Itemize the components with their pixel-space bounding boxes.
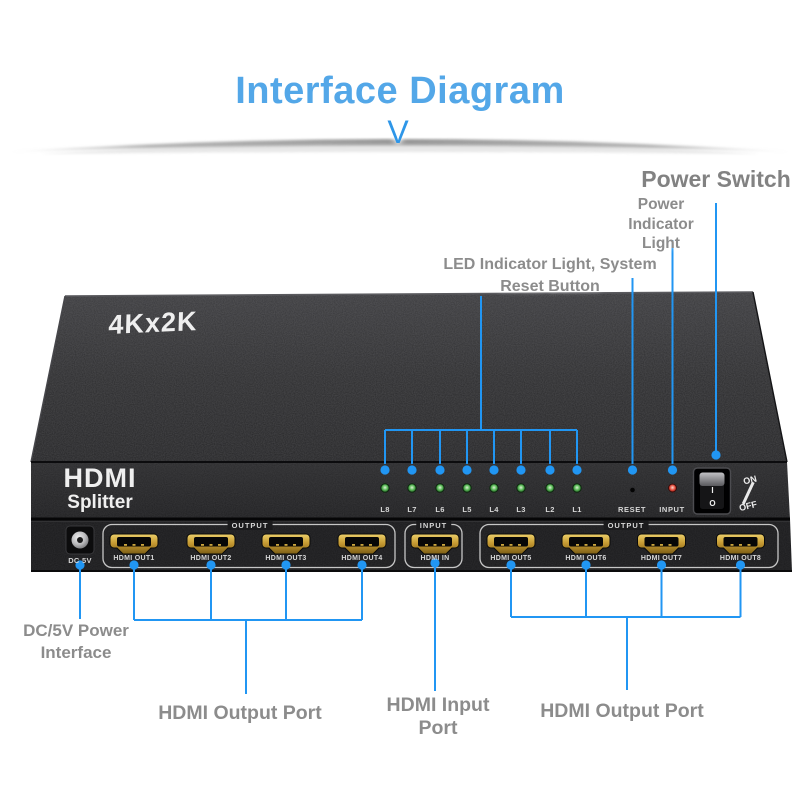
led-label: L8 bbox=[380, 505, 390, 514]
dc-power-callout-label: DC/5V Power Interface bbox=[23, 620, 129, 664]
port-label: HDMI OUT3 bbox=[265, 555, 307, 562]
dc-power-jack bbox=[65, 525, 95, 555]
power-indicator-line3: Light bbox=[642, 235, 680, 252]
group-label-input: INPUT bbox=[415, 520, 452, 530]
led-label: L1 bbox=[572, 505, 582, 514]
hdmi-input-line1: HDMI Input bbox=[386, 694, 490, 716]
led-label: L3 bbox=[516, 505, 526, 514]
switch-i-marking: I bbox=[711, 486, 714, 495]
port-label: HDMI OUT6 bbox=[565, 555, 607, 562]
hdmi-input-line2: Port bbox=[418, 717, 458, 739]
led-label: L7 bbox=[407, 505, 417, 514]
power-indicator-callout-label: Power Indicator Light bbox=[628, 195, 693, 254]
brand-hdmi-logo: HDMI bbox=[63, 463, 137, 493]
led-label: L2 bbox=[545, 505, 555, 514]
callout-lines bbox=[79, 203, 742, 694]
callout-dots bbox=[75, 450, 746, 570]
led-label: L6 bbox=[435, 505, 445, 514]
port-label: HDMI OUT4 bbox=[341, 555, 383, 562]
switch-o-marking: O bbox=[709, 499, 716, 508]
device-top-label: 4Kx2K bbox=[108, 306, 198, 340]
swoosh-shadow-soft bbox=[40, 143, 760, 154]
power-indicator-line2: Indicator bbox=[628, 215, 694, 233]
hdmi-splitter-device bbox=[30, 291, 792, 572]
reset-label: RESET bbox=[617, 505, 647, 514]
reset-button-hole bbox=[629, 486, 636, 494]
brand-splitter-label: Splitter bbox=[67, 492, 133, 513]
led-label: L5 bbox=[462, 505, 472, 514]
port-label: HDMI IN bbox=[420, 555, 450, 562]
group-label-output-right: OUTPUT bbox=[603, 520, 649, 530]
led-reset-line2: Reset Button bbox=[500, 277, 600, 295]
power-indicator-line1: Power bbox=[637, 196, 685, 213]
hdmi-input-callout-label: HDMI Input Port bbox=[387, 694, 490, 740]
power-indicator-led bbox=[668, 483, 677, 493]
led-indicators bbox=[380, 483, 582, 493]
hdmi-output-right-callout-label: HDMI Output Port bbox=[540, 700, 704, 722]
led-reset-callout-label: LED Indicator Light, System Reset Button bbox=[443, 254, 656, 297]
power-switch-callout-label: Power Switch bbox=[641, 166, 791, 192]
port-label: HDMI OUT8 bbox=[719, 555, 762, 562]
dc-power-line1: DC/5V Power bbox=[23, 621, 129, 640]
page-title: Interface Diagram bbox=[235, 70, 565, 112]
power-switch bbox=[692, 467, 732, 515]
hdmi-output-left-callout-label: HDMI Output Port bbox=[158, 702, 322, 724]
led-reset-line1: LED Indicator Light, System bbox=[443, 256, 657, 273]
port-label: HDMI OUT1 bbox=[113, 555, 155, 562]
dc-port-label: DC 5V bbox=[68, 556, 92, 565]
dc-power-line2: Interface bbox=[40, 643, 112, 662]
group-label-output-left: OUTPUT bbox=[227, 520, 273, 530]
chevron-down-icon: V bbox=[387, 114, 409, 150]
port-label: HDMI OUT5 bbox=[490, 555, 532, 562]
port-label: HDMI OUT7 bbox=[640, 555, 683, 562]
led-label: L4 bbox=[489, 505, 499, 514]
port-label: HDMI OUT2 bbox=[190, 555, 232, 562]
input-led-label: INPUT bbox=[659, 505, 685, 514]
